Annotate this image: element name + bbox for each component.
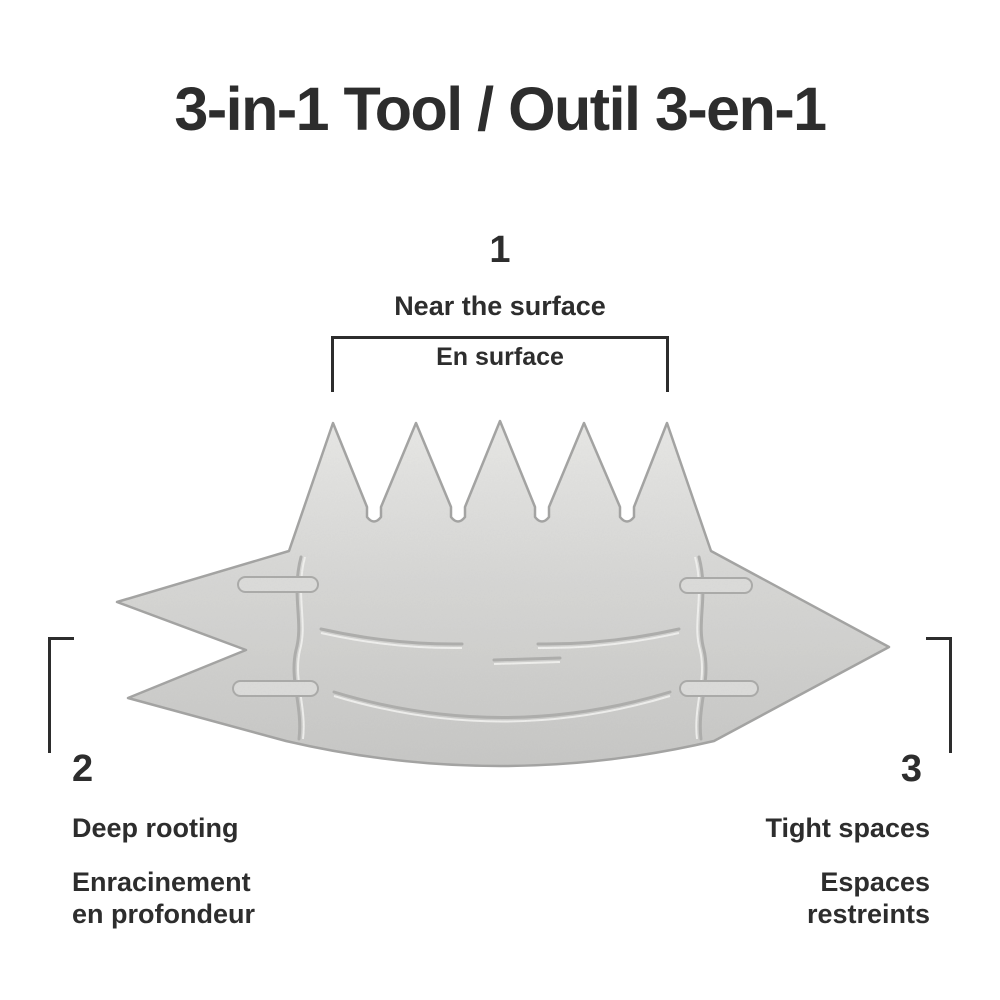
callout-2-bracket xyxy=(48,637,74,753)
center-groove-left-highlight xyxy=(320,632,463,650)
callout-2-number: 2 xyxy=(72,748,94,790)
callout-2-label-fr: Enracinement en profondeur xyxy=(72,867,255,930)
center-groove-left xyxy=(319,627,464,646)
callout-2-label-en: Deep rooting xyxy=(72,813,239,843)
callout-3-bracket xyxy=(926,637,952,753)
center-groove-right-highlight xyxy=(537,632,680,650)
center-groove-short-highlight xyxy=(493,661,561,665)
tool-body-group xyxy=(115,419,891,768)
center-groove-short xyxy=(492,656,562,662)
callout-1-label-fr: En surface xyxy=(436,343,564,371)
page-title: 3-in-1 Tool / Outil 3-en-1 xyxy=(174,75,827,143)
bottom-arc-groove-highlight xyxy=(333,695,671,723)
callout-3-label-en: Tight spaces xyxy=(765,813,930,843)
bottom-arc-groove xyxy=(332,690,672,719)
tool-outline xyxy=(115,419,891,768)
left-lower-ridge xyxy=(232,680,319,697)
callout-1-label-en: Near the surface xyxy=(394,291,606,321)
callout-3-label-fr: Espaces restreints xyxy=(806,867,930,930)
left-upper-ridge xyxy=(237,576,319,593)
right-upper-ridge xyxy=(679,577,753,594)
callout-3-number: 3 xyxy=(900,748,922,790)
callout-1-number: 1 xyxy=(489,229,511,271)
callout-1-bracket xyxy=(331,336,669,392)
right-lower-ridge xyxy=(679,680,759,697)
center-groove-right xyxy=(536,627,681,646)
